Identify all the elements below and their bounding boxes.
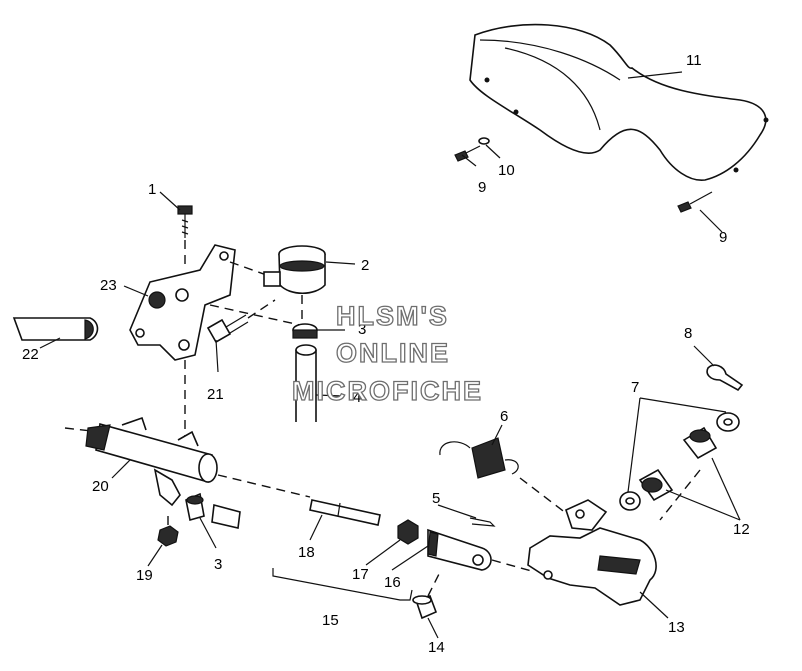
callout-1[interactable]: 1 <box>148 181 156 198</box>
part-7-washer-lower[interactable] <box>619 491 641 511</box>
watermark-line-1: HLSM'S <box>336 301 449 331</box>
callout-5[interactable]: 5 <box>432 490 440 507</box>
part-9-screw-right[interactable] <box>677 191 713 213</box>
part-4-hose[interactable] <box>295 344 317 422</box>
callout-2[interactable]: 2 <box>361 257 369 274</box>
part-12-bushing-upper[interactable] <box>682 426 718 460</box>
part-12-bushing-lower[interactable] <box>638 468 674 502</box>
part-19-nut[interactable] <box>157 525 179 547</box>
callout-11[interactable]: 11 <box>686 52 702 69</box>
part-1-bolt[interactable] <box>177 205 193 238</box>
hose-lower[interactable] <box>211 503 241 529</box>
callout-13[interactable]: 13 <box>668 619 685 636</box>
callout-9-left[interactable]: 9 <box>478 179 486 196</box>
callout-22[interactable]: 22 <box>22 346 39 363</box>
callout-14[interactable]: 14 <box>428 639 445 656</box>
part-9-screw-left[interactable] <box>454 145 481 162</box>
callout-19[interactable]: 19 <box>136 567 153 584</box>
part-16-clevis[interactable] <box>427 528 492 571</box>
callout-7[interactable]: 7 <box>631 379 639 396</box>
callout-6[interactable]: 6 <box>500 408 508 425</box>
callout-20[interactable]: 20 <box>92 478 109 495</box>
part-17-jam-nut[interactable] <box>397 519 419 545</box>
part-6-spring[interactable] <box>439 437 519 479</box>
callout-8[interactable]: 8 <box>684 325 692 342</box>
callout-17[interactable]: 17 <box>352 566 369 583</box>
part-18-pushrod[interactable] <box>309 499 381 526</box>
part-22-boot[interactable] <box>12 317 99 341</box>
callout-16[interactable]: 16 <box>384 574 401 591</box>
callout-4[interactable]: 4 <box>353 389 361 406</box>
leader-lines <box>39 71 741 639</box>
callout-3-upper[interactable]: 3 <box>358 321 366 338</box>
part-20-master-cylinder[interactable] <box>85 416 218 507</box>
part-3-clamp-lower[interactable] <box>185 492 205 522</box>
callout-10[interactable]: 10 <box>498 162 515 179</box>
part-3-clamp-upper[interactable] <box>292 323 318 339</box>
callout-3-lower[interactable]: 3 <box>214 556 222 573</box>
part-7-washer-upper[interactable] <box>716 412 740 432</box>
watermark: HLSM'S ONLINE MICROFICHE <box>291 300 483 406</box>
part-21-bolt[interactable] <box>206 314 249 344</box>
part-2-reservoir[interactable] <box>263 245 326 295</box>
watermark-line-2: ONLINE <box>336 338 450 368</box>
watermark-line-3: MICROFICHE <box>292 376 483 406</box>
callout-21[interactable]: 21 <box>207 386 224 403</box>
part-5-cotter-pin[interactable] <box>469 517 496 527</box>
part-23-bracket[interactable] <box>129 244 236 361</box>
part-14-clevis-pin[interactable] <box>412 595 438 620</box>
part-11-seat-cover[interactable] <box>469 23 769 181</box>
callout-9-right[interactable]: 9 <box>719 229 727 246</box>
callout-15[interactable]: 15 <box>322 612 339 629</box>
callout-labels: 1 2 3 4 5 6 7 8 9 9 10 11 12 13 14 15 16… <box>22 52 750 656</box>
part-13-brake-lever[interactable] <box>527 499 657 606</box>
part-8-split-pin[interactable] <box>706 364 744 392</box>
part-10-washer[interactable] <box>478 137 490 145</box>
callout-12[interactable]: 12 <box>733 521 750 538</box>
callout-23[interactable]: 23 <box>100 277 117 294</box>
callout-18[interactable]: 18 <box>298 544 315 561</box>
part-15-group-bracket <box>272 568 413 601</box>
